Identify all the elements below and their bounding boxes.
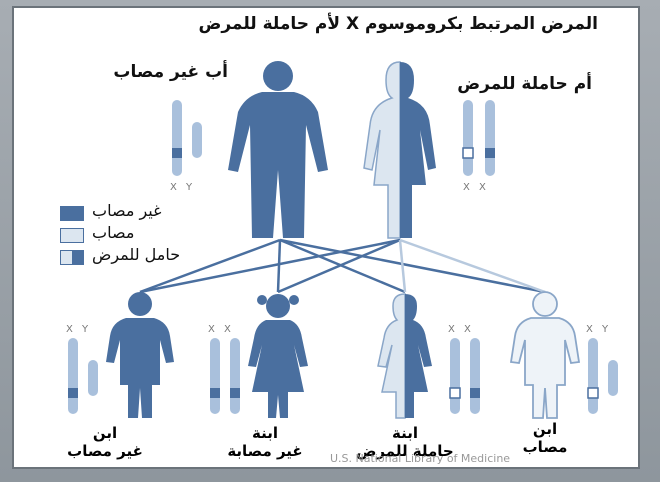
- child4-label-line1: ابن: [490, 420, 600, 438]
- mother-chromosomes: [463, 100, 495, 176]
- child4-xy-label: X Y: [586, 324, 611, 335]
- line-mother-daughter2: [400, 240, 405, 292]
- source-credit: U.S. National Library of Medicine: [330, 452, 510, 465]
- child2-label-line2: غير مصابة: [210, 442, 320, 460]
- father-chromosomes: [172, 100, 202, 176]
- father-figure: [228, 61, 328, 238]
- father-label: أب غير مصاب: [113, 62, 228, 82]
- child-daughter-unaffected: [248, 294, 308, 418]
- father-xy-label: X Y: [170, 182, 195, 193]
- child1-label: ابن غير مصاب: [50, 424, 160, 460]
- inheritance-lines: [140, 240, 545, 292]
- child2-label-line1: ابنة: [210, 424, 320, 442]
- child2-chromosomes: [210, 338, 240, 414]
- mother-label: أم حاملة للمرض: [457, 74, 592, 94]
- legend-swatch-carrier: [60, 250, 84, 265]
- child-daughter-carrier: [378, 294, 432, 418]
- child4-chromosomes: [588, 338, 618, 414]
- child2-label: ابنة غير مصابة: [210, 424, 320, 460]
- line-father-son2: [280, 240, 545, 292]
- child-son-affected: [511, 292, 579, 418]
- child-son-unaffected: [106, 292, 174, 418]
- line-mother-son2: [400, 240, 545, 292]
- child1-label-line2: غير مصاب: [50, 442, 160, 460]
- child2-xx-label: X X: [208, 324, 234, 335]
- line-father-daughter1: [278, 240, 280, 292]
- child4-label: ابن مصاب: [490, 420, 600, 456]
- legend-swatch-unaffected: [60, 206, 84, 221]
- legend-carrier-label: حامل للمرض: [92, 245, 180, 264]
- legend-unaffected-label: غير مصاب: [92, 201, 162, 220]
- child1-label-line1: ابن: [50, 424, 160, 442]
- mother-xx-label: X X: [463, 182, 489, 193]
- child3-chromosomes: [450, 338, 480, 414]
- legend-affected-label: مصاب: [92, 223, 134, 242]
- diagram-title: المرض المرتبط بكروموسوم X لأم حاملة للمر…: [198, 14, 598, 34]
- child1-chromosomes: [68, 338, 98, 414]
- child3-xx-label: X X: [448, 324, 474, 335]
- child1-xy-label: X Y: [66, 324, 91, 335]
- legend-swatch-affected: [60, 228, 84, 243]
- child3-label-line1: ابنة: [350, 424, 460, 442]
- mother-figure: [364, 62, 436, 238]
